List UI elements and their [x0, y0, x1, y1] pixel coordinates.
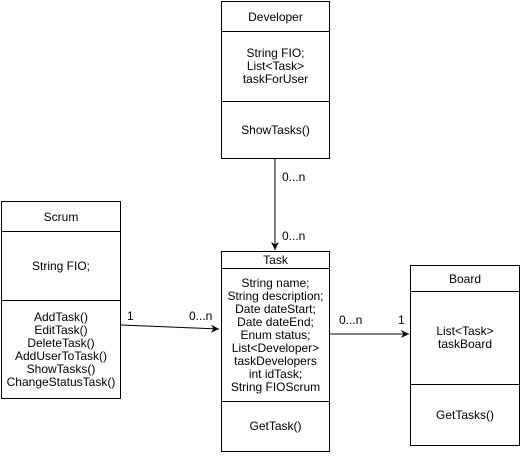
attribute: List<Developer> — [231, 340, 320, 355]
multiplicity-developer-source: 0...n — [282, 170, 306, 184]
class-developer-methods: ShowTasks() — [222, 102, 329, 158]
method: GetTasks() — [435, 407, 494, 422]
class-task-name: Task — [222, 252, 329, 269]
class-developer-name: Developer — [222, 2, 329, 32]
method: GetTask() — [249, 419, 302, 433]
class-task-attributes: String name; String description; Date da… — [222, 269, 329, 402]
attribute: taskBoard — [437, 337, 493, 351]
class-scrum-name: Scrum — [2, 202, 120, 232]
attribute: String FIO; — [246, 46, 305, 60]
method: EditTask() — [34, 322, 88, 337]
attribute: int idTask; — [248, 366, 303, 381]
attribute: Date dateStart; — [235, 301, 316, 316]
attribute: List<Task> — [246, 59, 305, 73]
class-board-attributes: List<Task> taskBoard — [411, 292, 519, 385]
method: ChangeStatusTask() — [6, 374, 116, 389]
class-board-methods: GetTasks() — [411, 385, 519, 445]
class-task-methods: GetTask() — [222, 402, 329, 451]
class-scrum: Scrum String FIO; AddTask() EditTask() D… — [1, 201, 121, 399]
multiplicity-developer-target: 0...n — [282, 229, 306, 243]
attribute: taskForUser — [242, 72, 309, 86]
attribute: Date dateEnd; — [237, 314, 314, 329]
attribute: String FIOScrum — [230, 379, 321, 394]
method: AddTask() — [33, 309, 89, 324]
edge-scrum-task — [120, 324, 220, 333]
class-board: Board List<Task> taskBoard GetTasks() — [410, 265, 520, 446]
class-scrum-attributes: String FIO; — [2, 232, 120, 301]
class-scrum-methods: AddTask() EditTask() DeleteTask() AddUse… — [2, 301, 120, 398]
multiplicity-scrum-target: 0...n — [189, 309, 213, 323]
attribute: String name; — [241, 275, 310, 290]
multiplicity-board-source: 0...n — [339, 313, 363, 327]
class-task: Task String name; String description; Da… — [221, 251, 330, 452]
attribute: List<Task> — [436, 324, 494, 338]
method: DeleteTask() — [27, 335, 95, 350]
method: AddUserToTask() — [14, 348, 108, 363]
attribute: taskDevelopers — [234, 353, 317, 368]
attribute: String description; — [227, 288, 324, 303]
method: ShowTasks() — [26, 361, 96, 376]
method: ShowTasks() — [241, 122, 310, 137]
class-board-name: Board — [411, 266, 519, 292]
attribute: Enum status; — [240, 327, 311, 342]
multiplicity-board-target: 1 — [398, 313, 405, 327]
multiplicity-scrum-source: 1 — [127, 309, 134, 323]
class-developer: Developer String FIO; List<Task> taskFor… — [221, 1, 330, 159]
class-developer-attributes: String FIO; List<Task> taskForUser — [222, 32, 329, 102]
attribute: String FIO; — [31, 258, 90, 273]
